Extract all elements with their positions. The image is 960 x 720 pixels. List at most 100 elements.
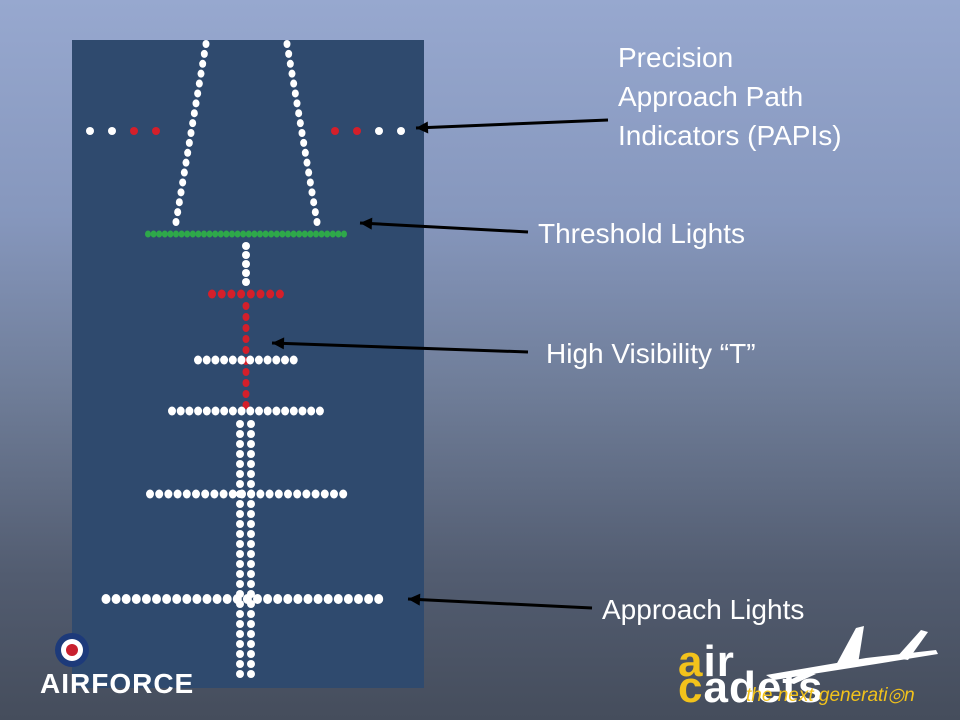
approach-crossbar-light (265, 489, 274, 499)
approach-crossbar-light (298, 406, 307, 416)
centreline-light (247, 500, 255, 508)
air-cadets-logo: air cadets the next generati◎n (676, 620, 946, 716)
threshold-light (189, 230, 196, 238)
threshold-light (262, 230, 269, 238)
approach-crossbar-light (274, 489, 283, 499)
centreline-light (236, 550, 244, 558)
approach-crossbar-light (192, 594, 202, 604)
runway-edge-light (192, 99, 200, 108)
raf-logo: AIRFORCE (40, 630, 200, 700)
runway-edge-light (305, 168, 313, 177)
papi-light (130, 127, 138, 135)
centreline-light (247, 610, 255, 618)
approach-crossbar-light (164, 489, 173, 499)
threshold-light (290, 230, 297, 238)
threshold-light (251, 230, 258, 238)
approach-crossbar-light (210, 489, 219, 499)
papi-light (375, 127, 383, 135)
centreline-light (242, 260, 250, 268)
runway-edge-light (286, 59, 294, 68)
high-visibility-t-light (242, 379, 250, 387)
approach-crossbar-light (330, 489, 338, 499)
papi-light (108, 127, 116, 135)
approach-crossbar-light (273, 594, 283, 604)
approach-crossbar-light (220, 355, 229, 365)
approach-crossbar-light (242, 594, 252, 604)
runway-edge-light (290, 79, 298, 88)
approach-crossbar-light (263, 594, 273, 604)
runway-edge-light (197, 69, 205, 78)
approach-crossbar-light (281, 355, 289, 365)
raf-roundel-icon (55, 633, 89, 667)
runway-edge-light (308, 188, 316, 197)
high-visibility-t-light (242, 346, 250, 354)
centreline-light (242, 278, 250, 286)
high-visibility-t-arrow-head (272, 337, 285, 350)
threshold-light (257, 230, 263, 238)
threshold-light (329, 230, 336, 238)
approach-crossbar-light (211, 406, 220, 416)
approach-crossbar-light (293, 594, 303, 604)
centreline-light (247, 580, 255, 588)
threshold-light (245, 230, 252, 238)
threshold-light (341, 230, 347, 238)
approach-crossbar-light (311, 489, 320, 499)
runway-edge-light (303, 158, 311, 167)
centreline-light (236, 440, 244, 448)
approach-crossbar-light (253, 594, 262, 604)
approach-crossbar-light (289, 406, 298, 416)
approach-crossbar-light (228, 489, 237, 499)
high-visibility-t-light (242, 313, 250, 321)
high-visibility-t-light (246, 289, 255, 299)
approach-crossbar-light (320, 489, 329, 499)
threshold-light (217, 230, 224, 238)
runway-edge-light (300, 138, 308, 147)
centreline-light (236, 560, 244, 568)
centreline-light (247, 470, 255, 478)
threshold-light (156, 230, 163, 238)
centreline-light (247, 560, 255, 568)
approach-crossbar-light (192, 489, 200, 499)
approach-crossbar-light (255, 406, 263, 416)
centreline-light (236, 500, 244, 508)
threshold-light (301, 230, 308, 238)
approach-crossbar-light (354, 594, 363, 604)
approach-crossbar-light (185, 406, 194, 416)
centreline-light (236, 530, 244, 538)
threshold-light (150, 230, 157, 238)
approach-crossbar-light (182, 489, 191, 499)
runway-edge-light (174, 208, 182, 217)
runway-edge-light (190, 109, 198, 118)
high-visibility-t-light (242, 368, 250, 376)
approach-crossbar-light (219, 489, 228, 499)
runway-edge-light (177, 188, 185, 197)
threshold-light (279, 230, 286, 238)
approach-crossbar-light (211, 355, 220, 365)
centreline-light (236, 470, 244, 478)
centreline-light (236, 630, 244, 638)
centreline-light (236, 660, 244, 668)
threshold-light (212, 230, 219, 238)
runway-edge-light (194, 89, 202, 98)
runway-edge-light (283, 40, 291, 48)
approach-crossbar-light (168, 406, 176, 416)
high-visibility-t-light (256, 289, 265, 299)
centreline-light (247, 480, 255, 488)
threshold-light (234, 230, 241, 238)
runway-edge-light (295, 109, 303, 118)
runway-edge-light (293, 99, 301, 108)
approach-crossbar-light (172, 594, 182, 604)
high-visibility-t-label: High Visibility “T” (546, 338, 756, 369)
approach-crossbar-light (212, 594, 222, 604)
runway-edge-light (175, 198, 183, 207)
threshold-light (167, 230, 174, 238)
runway-edge-light (200, 49, 208, 58)
papi-arrow-head (416, 121, 429, 134)
approach-crossbar-light (283, 594, 293, 604)
glider-icon (766, 626, 938, 684)
arrows (271, 118, 609, 610)
runway-edge-light (199, 59, 207, 68)
approach-crossbar-light (202, 406, 211, 416)
approach-crossbar-light (101, 594, 111, 604)
threshold-arrow-shaft (359, 221, 529, 234)
